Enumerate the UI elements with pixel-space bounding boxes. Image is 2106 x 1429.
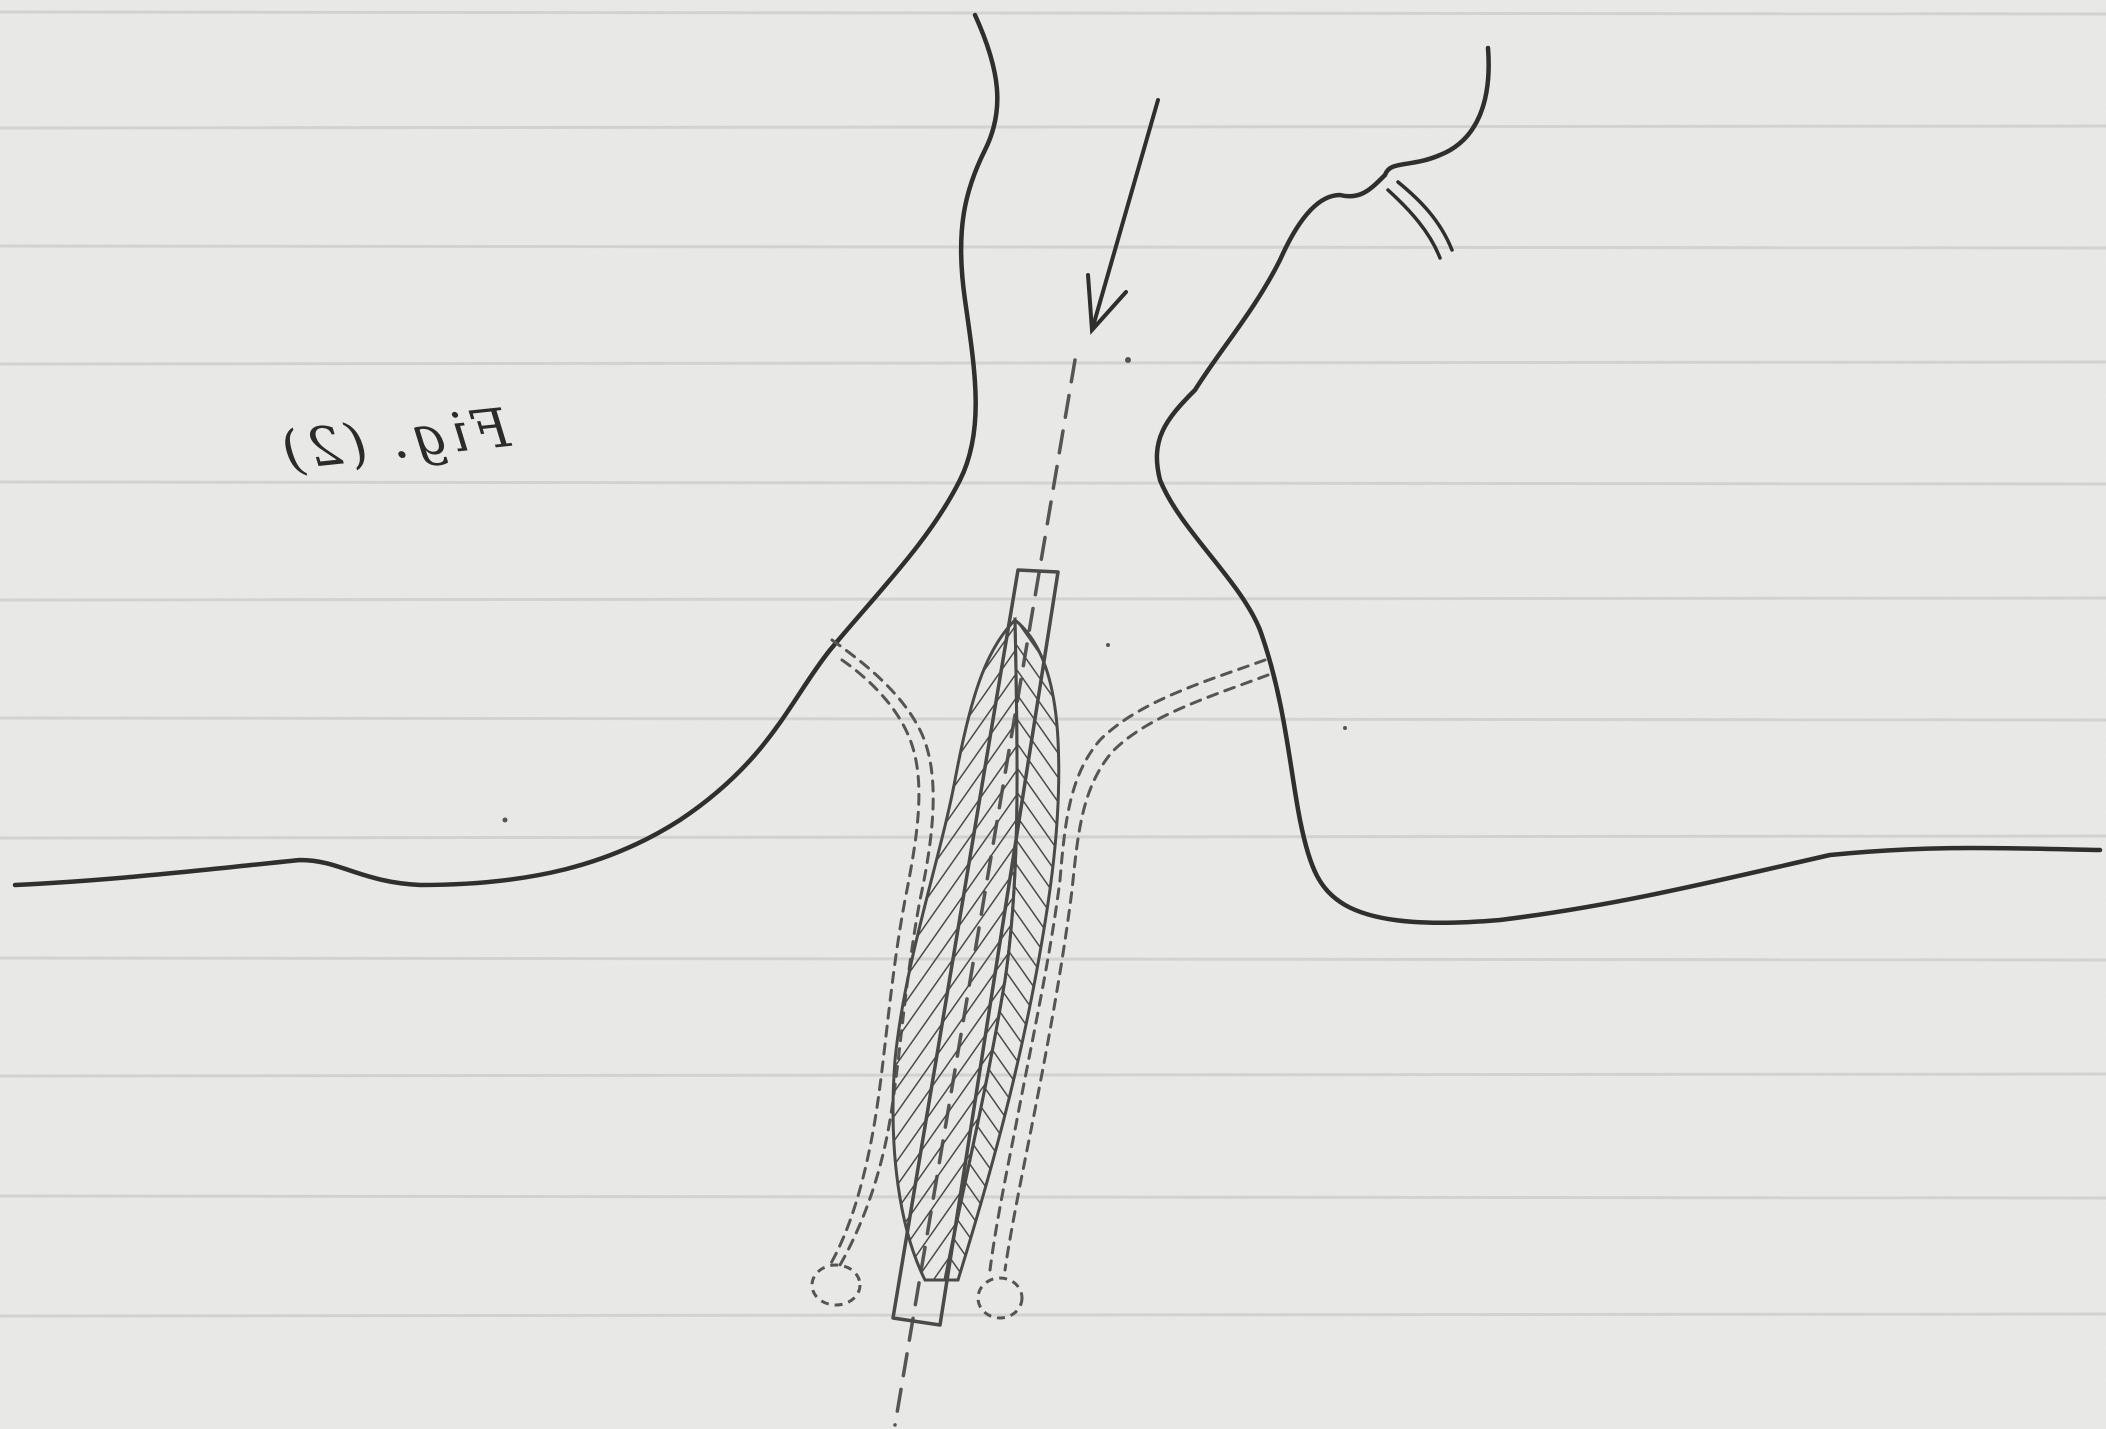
figure-drawing	[0, 0, 2106, 1429]
notebook-page: Fig. (2)	[0, 0, 2106, 1429]
